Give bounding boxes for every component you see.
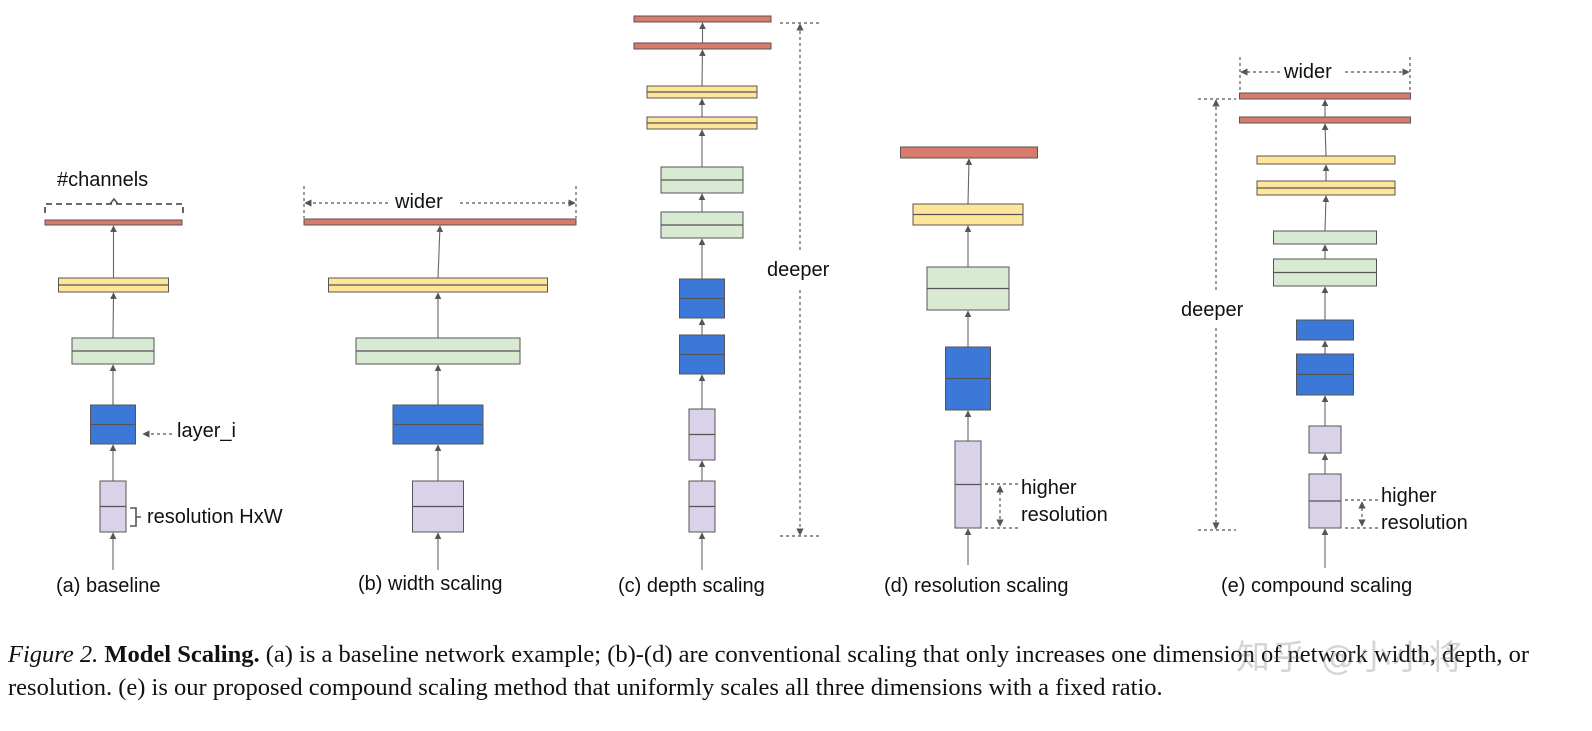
resolution-bracket (130, 507, 141, 527)
channels-label: #channels (57, 169, 148, 191)
channels-brace-tip (109, 197, 119, 205)
resolution-hxw-label: resolution HxW (147, 506, 283, 528)
caption-title: Model Scaling. (104, 641, 260, 668)
flow-arrow (965, 158, 973, 205)
wider-label: wider (394, 191, 443, 213)
compound-wider-label: wider (1283, 61, 1332, 83)
panel-a-label: (a) baseline (56, 575, 161, 597)
flow-arrow (1321, 123, 1329, 157)
panel-b-output-layer (303, 218, 577, 226)
panel-e-stage-blue-block (1296, 319, 1354, 341)
panel-e-input-stage-block (1308, 425, 1342, 454)
flow-arrow (699, 49, 706, 87)
compound-higher-label: higher (1381, 485, 1437, 507)
compound-deeper-label: deeper (1181, 299, 1244, 321)
deeper-label: deeper (767, 259, 830, 281)
panel-e-output-layer (1239, 116, 1411, 124)
compound-resolution-label: resolution (1381, 512, 1468, 534)
model-scaling-figure: #channels layer_i resolution HxW (a) bas… (44, 15, 1468, 597)
panel-d-output-layer (900, 146, 1038, 159)
caption-text: (a) is a baseline network example; (b)-(… (8, 641, 1530, 701)
higher-label: higher (1021, 477, 1077, 499)
layer-label: layer_i (177, 420, 236, 442)
panel-e-output-layer (1239, 92, 1411, 100)
panel-c-output-layer (633, 15, 772, 23)
watermark: 知乎 @小小将 (1236, 638, 1465, 678)
panel-d-label: (d) resolution scaling (884, 575, 1069, 597)
panel-a-output-layer (44, 219, 183, 226)
panel-c-output-layer (633, 42, 772, 50)
panel-e-stage-green-block (1273, 230, 1377, 245)
flow-arrow (110, 292, 117, 339)
channels-brace (44, 203, 184, 213)
flow-arrow (436, 225, 444, 279)
higher-resolution-label: resolution (1021, 504, 1108, 526)
panel-c-label: (c) depth scaling (618, 575, 765, 597)
panel-b-label: (b) width scaling (358, 573, 503, 595)
caption-figure-label: Figure 2. (8, 641, 99, 668)
figure-caption: Figure 2. Model Scaling. (a) is a baseli… (8, 638, 1584, 704)
panel-e-stage-yellow-block (1256, 155, 1396, 165)
panel-e-label: (e) compound scaling (1221, 575, 1412, 597)
flow-arrow (1322, 195, 1330, 232)
